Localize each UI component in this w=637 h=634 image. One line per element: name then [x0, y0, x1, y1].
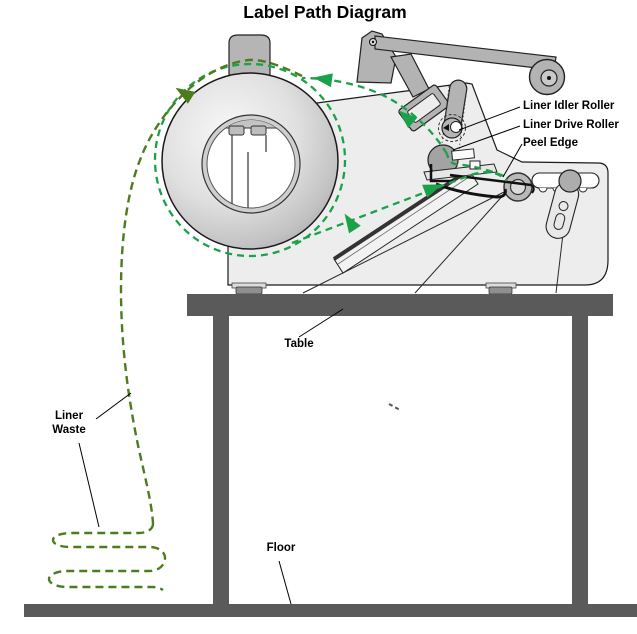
body-seam-left — [302, 189, 509, 294]
floor — [24, 604, 637, 617]
callout-liner-idler — [458, 106, 521, 131]
applicator-arm — [356, 30, 566, 159]
path-peel-return — [445, 153, 505, 178]
path-roll-to-peel — [291, 170, 508, 245]
callout-lines — [78, 106, 523, 605]
label-liner-waste: Liner Waste — [34, 409, 104, 437]
arm-end-roller — [528, 58, 566, 96]
callout-liner-waste-bottom — [78, 442, 100, 528]
roll-post — [228, 34, 271, 83]
label-liner-idler-roller: Liner Idler Roller — [523, 100, 615, 112]
arrow-waste-top — [175, 87, 196, 104]
label-path — [153, 62, 508, 258]
path-return-over-top — [301, 76, 448, 155]
label-table: Table — [284, 338, 314, 350]
label-guide-plate — [332, 168, 479, 274]
arrow-return-up — [398, 110, 418, 129]
table-leg-left — [213, 316, 229, 606]
front-panel-parts — [503, 169, 600, 239]
path-around-roll — [153, 62, 347, 258]
waste-pile-loops — [47, 523, 167, 592]
callout-floor — [278, 560, 292, 605]
label-peel-edge: Peel Edge — [523, 137, 578, 149]
label-liner-waste-line2: Waste — [52, 424, 86, 436]
callout-liner-waste-top — [95, 392, 132, 420]
callout-liner-drive — [452, 125, 521, 151]
table-leg-right — [572, 316, 588, 606]
callout-peel-edge — [502, 143, 523, 178]
arrow-top-left — [313, 73, 333, 88]
arrow-roll-bottom — [344, 213, 361, 234]
callout-table — [298, 308, 344, 338]
label-liner-drive-roller: Liner Drive Roller — [523, 119, 619, 131]
stray-mark — [388, 403, 401, 411]
adjust-knob — [558, 169, 582, 193]
tension-lever — [545, 181, 580, 239]
path-direction-arrows — [175, 73, 443, 234]
liner-waste-path — [47, 58, 303, 592]
diagram-title: Label Path Diagram — [243, 2, 407, 22]
liner-idler-roller-part — [438, 114, 466, 142]
peel-roller — [503, 172, 533, 202]
table — [187, 294, 613, 606]
arrow-to-peel — [422, 184, 443, 198]
waste-path-down — [119, 58, 303, 525]
table-top — [187, 294, 613, 316]
label-liner-waste-line1: Liner — [54, 410, 84, 422]
label-floor: Floor — [266, 542, 296, 554]
label-roll — [161, 72, 339, 250]
head-column — [390, 53, 430, 98]
body-seam-mid — [414, 191, 507, 294]
printer-feet — [231, 282, 517, 295]
